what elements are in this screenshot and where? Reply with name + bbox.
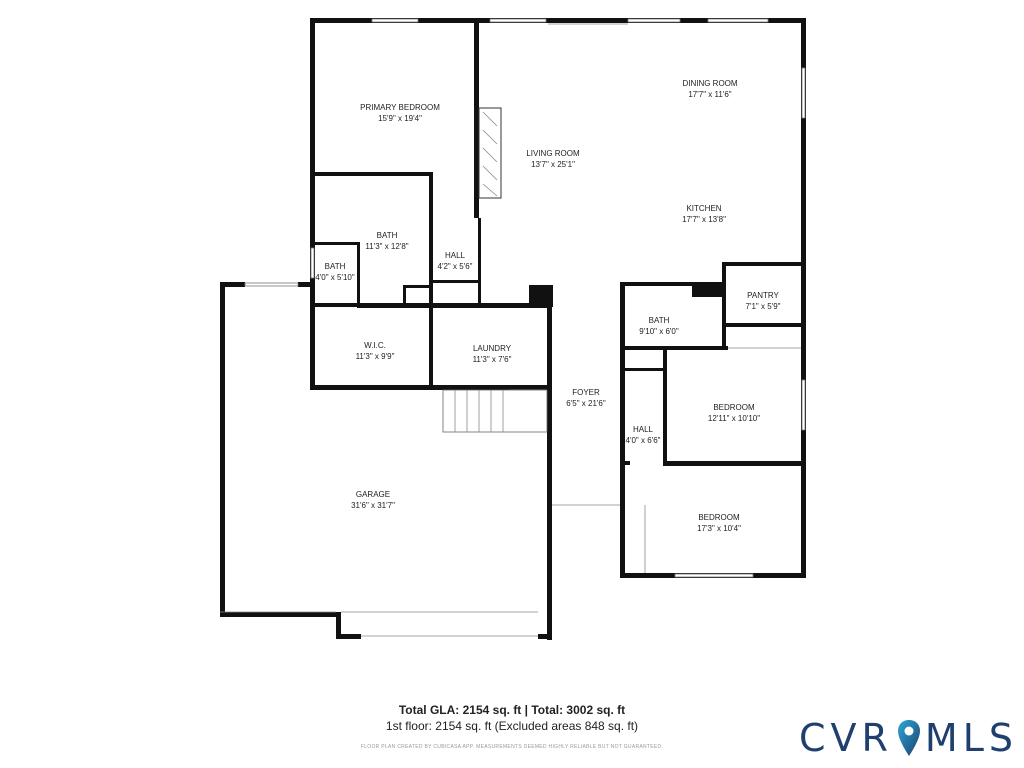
room-hall-lower-name: HALL [633, 425, 654, 434]
room-primary-bedroom-dims: 15'9" x 19'4" [378, 114, 422, 123]
room-wic-name: W.I.C. [364, 341, 386, 350]
room-laundry-dims: 11'3" x 7'6" [473, 355, 512, 364]
room-dining-room-name: DINING ROOM [682, 79, 737, 88]
room-labels: PRIMARY BEDROOM 15'9" x 19'4" LIVING ROO… [315, 79, 780, 533]
room-bedroom-upper-dims: 12'11" x 10'10" [708, 414, 760, 423]
floor-area-subtitle: 1st floor: 2154 sq. ft (Excluded areas 8… [385, 719, 639, 733]
stairs [442, 389, 548, 433]
room-hall-upper-name: HALL [445, 251, 466, 260]
room-bedroom-upper-name: BEDROOM [713, 403, 755, 412]
room-garage-dims: 31'6" x 31'7" [351, 501, 395, 510]
room-primary-bedroom-name: PRIMARY BEDROOM [360, 103, 440, 112]
disclaimer-note: FLOOR PLAN CREATED BY CUBICASA APP. MEAS… [360, 744, 664, 750]
room-foyer-name: FOYER [572, 388, 600, 397]
room-bath-main-dims: 11'3" x 12'8" [365, 242, 408, 251]
windows [220, 18, 806, 637]
room-hall-upper-dims: 4'2" x 5'6" [438, 262, 473, 271]
room-foyer-dims: 6'5" x 21'6" [566, 399, 606, 408]
room-dining-room-dims: 17'7" x 11'6" [688, 90, 731, 99]
room-garage-name: GARAGE [356, 490, 390, 499]
room-kitchen-name: KITCHEN [686, 204, 721, 213]
room-bath-right-name: BATH [649, 316, 670, 325]
cvrmls-logo: CVR MLS [799, 716, 1018, 760]
logo-text-right: MLS [924, 716, 1018, 760]
room-bath-small-name: BATH [325, 262, 346, 271]
room-bedroom-lower-name: BEDROOM [698, 513, 740, 522]
room-hall-lower-dims: 4'0" x 6'6" [626, 436, 661, 445]
room-wic-dims: 11'3" x 9'9" [356, 352, 395, 361]
room-pantry-dims: 7'1" x 5'9" [746, 302, 781, 311]
logo-text-left: CVR [798, 716, 893, 760]
walls [220, 18, 806, 640]
total-area-title: Total GLA: 2154 sq. ft | Total: 3002 sq.… [398, 703, 626, 717]
room-kitchen-dims: 17'7" x 13'8" [682, 215, 726, 224]
room-laundry-name: LAUNDRY [473, 344, 512, 353]
room-bath-main-name: BATH [377, 231, 398, 240]
room-living-room-dims: 13'7" x 25'1" [531, 160, 575, 169]
map-pin-icon [896, 718, 922, 758]
room-bath-small-dims: 4'0" x 5'10" [315, 273, 355, 282]
fireplace [478, 107, 502, 199]
room-bedroom-lower-dims: 17'3" x 10'4" [697, 524, 741, 533]
room-pantry-name: PANTRY [747, 291, 779, 300]
room-bath-right-dims: 9'10" x 6'0" [639, 327, 679, 336]
room-living-room-name: LIVING ROOM [526, 149, 580, 158]
